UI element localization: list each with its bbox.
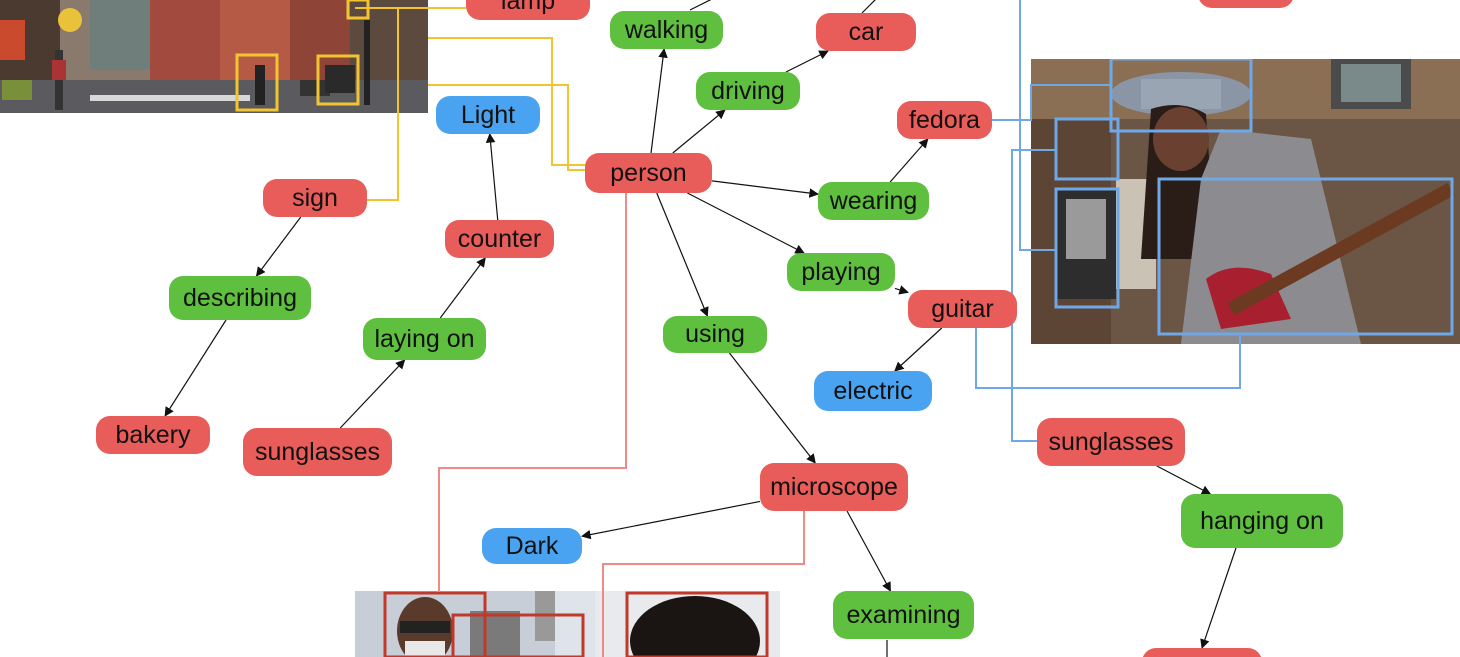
street-links — [355, 7, 585, 201]
edge-microscope-to-dark — [581, 500, 761, 540]
edge-offscreen-1 — [689, 0, 712, 11]
node-dark: Dark — [482, 528, 582, 564]
node-top-right-object — [1198, 0, 1294, 8]
node-counter: counter — [445, 220, 554, 258]
edge-microscope-to-examining — [846, 510, 891, 592]
guitar-photo — [1031, 59, 1460, 344]
edge-counter-to-light — [485, 133, 499, 221]
music-links — [975, 0, 1241, 442]
node-sunglasses-left: sunglasses — [243, 428, 392, 476]
edge-sunglasses-left-to-laying-on — [339, 359, 406, 429]
node-hanging-on: hanging on — [1181, 494, 1343, 548]
lab-photo — [355, 591, 780, 657]
edge-person-to-using — [656, 192, 709, 317]
node-guitar: guitar — [908, 290, 1017, 328]
edge-playing-to-guitar — [894, 285, 909, 295]
edge-sunglasses-right-to-hanging-on — [1156, 465, 1212, 495]
edge-describing-to-bakery — [164, 319, 227, 417]
node-driving: driving — [696, 72, 800, 110]
node-light: Light — [436, 96, 540, 134]
edge-wearing-to-fedora — [889, 138, 929, 183]
node-describing: describing — [169, 276, 311, 320]
edge-guitar-to-electric — [894, 327, 943, 372]
node-car: car — [816, 13, 916, 51]
edge-using-to-microscope — [728, 352, 816, 464]
edge-sign-to-describing — [255, 216, 302, 277]
node-walking: walking — [610, 11, 723, 49]
node-bottom-right-object — [1142, 648, 1262, 657]
lab-links — [438, 193, 805, 657]
node-fedora: fedora — [897, 101, 992, 139]
node-sunglasses-right: sunglasses — [1037, 418, 1185, 466]
node-sign: sign — [263, 179, 367, 217]
node-lamp: lamp — [466, 0, 590, 20]
edge-offscreen-2 — [861, 0, 876, 14]
edge-laying-on-to-counter — [439, 257, 486, 319]
node-bakery: bakery — [96, 416, 210, 454]
edge-person-to-driving — [672, 109, 726, 154]
edge-person-to-walking — [650, 48, 668, 154]
edge-person-to-wearing — [711, 180, 819, 198]
node-laying-on: laying on — [363, 318, 486, 360]
node-examining: examining — [833, 591, 974, 639]
edge-hanging-on-to-bottom-object — [1200, 547, 1237, 649]
node-wearing: wearing — [818, 182, 929, 220]
edge-person-to-playing — [687, 192, 805, 254]
node-microscope: microscope — [760, 463, 908, 511]
node-person: person — [585, 153, 712, 193]
node-playing: playing — [787, 253, 895, 291]
node-using: using — [663, 316, 767, 353]
edge-driving-to-car — [785, 50, 829, 73]
node-electric: electric — [814, 371, 932, 411]
street-photo — [0, 0, 428, 113]
